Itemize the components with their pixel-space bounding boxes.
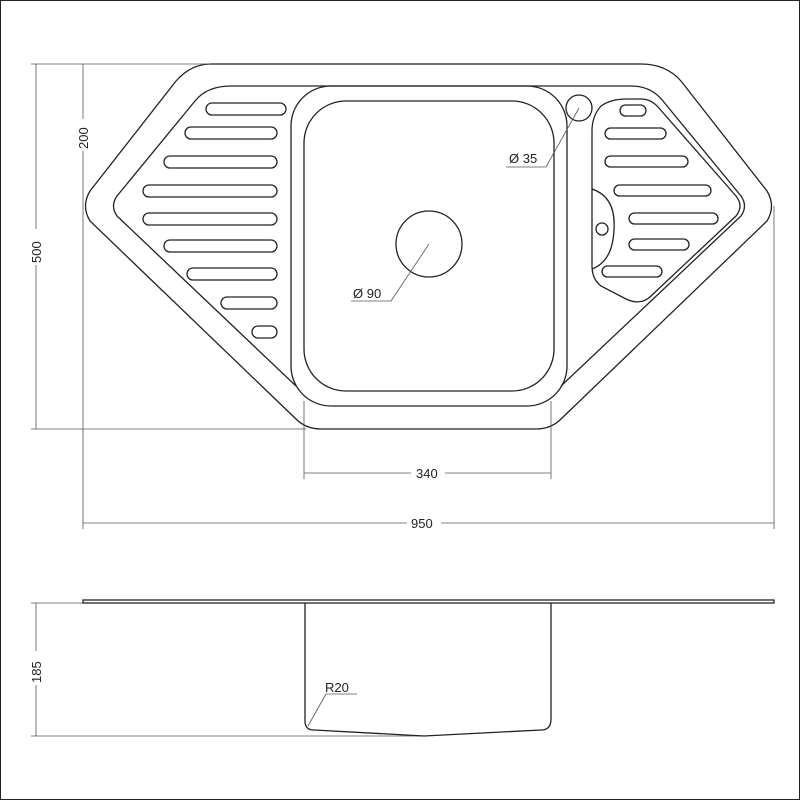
dimension-lines [31, 63, 775, 737]
side-view-bowl [304, 603, 552, 737]
bottom-radius-label: R20 [325, 680, 349, 695]
right-drainer-bump [591, 188, 615, 270]
depth-label: 185 [29, 661, 44, 683]
side-view-top-plate [82, 599, 775, 604]
right-drainer-plate [591, 98, 741, 303]
drain-diameter-label: Ø 90 [353, 286, 381, 301]
sink-outer-outline [84, 63, 773, 430]
tap-hole-diameter-label: Ø 35 [509, 151, 537, 166]
overflow-hole [595, 222, 609, 236]
overall-height-label: 500 [29, 241, 44, 263]
right-drainer-slots [601, 104, 719, 278]
left-drainer-slots [142, 102, 287, 339]
overall-width-label: 950 [411, 516, 433, 531]
drainer-offset-label: 200 [76, 127, 91, 149]
sink-inner-rim [112, 85, 746, 387]
tap-hole [565, 94, 593, 122]
drain-hole [395, 210, 463, 278]
bowl-outer-rim [290, 85, 568, 407]
bowl-width-label: 340 [416, 466, 438, 481]
bowl-inner [303, 100, 555, 392]
